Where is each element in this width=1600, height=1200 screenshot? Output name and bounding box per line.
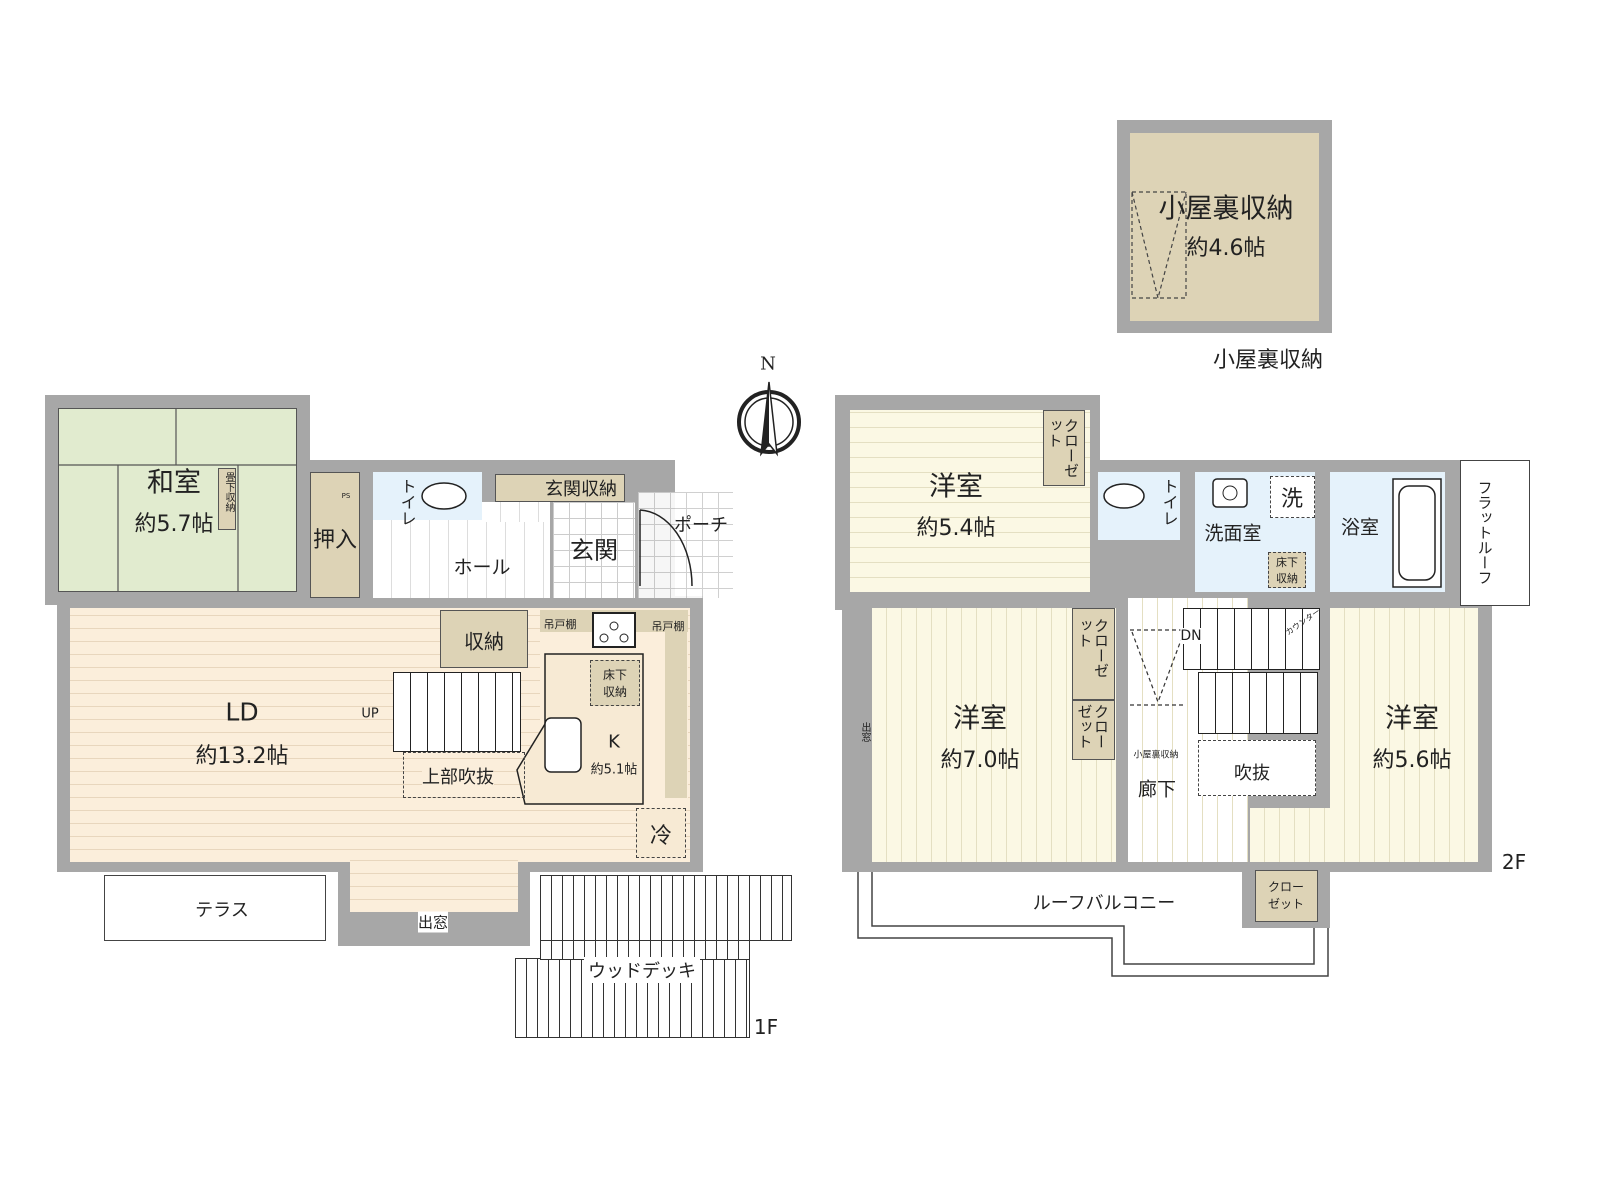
f2-stairs-lower <box>1198 672 1318 734</box>
f1-toilet-label: トイレ <box>397 478 417 526</box>
hall-label: ホール <box>453 556 511 579</box>
kitchen-name: K <box>608 731 620 753</box>
corridor-label: 廊下 <box>1137 778 1177 801</box>
f1-stairs <box>393 672 521 752</box>
washer-label: 洗 <box>1280 487 1304 512</box>
floor2-label: 2F <box>1501 850 1527 874</box>
flat-roof-label: フラットルーフ <box>1475 480 1494 585</box>
genkan-storage-label: 玄関収納 <box>545 479 617 500</box>
western-room-3-area: 約5.6帖 <box>1372 748 1452 773</box>
wall-cabinet-1-label: 吊戸棚 <box>543 618 577 631</box>
f2-void-label: 吹抜 <box>1234 759 1270 785</box>
porch <box>638 492 733 598</box>
fridge-label: 冷 <box>649 824 673 849</box>
loft-room <box>1130 133 1319 321</box>
washer-space <box>1270 476 1315 518</box>
western-room-1-name: 洋室 <box>929 471 983 503</box>
washitsu-under-storage <box>218 468 236 530</box>
hall <box>373 520 550 598</box>
f1-underfloor-storage-label: 床下収納 <box>602 668 627 699</box>
bathtub-icon <box>1392 478 1442 588</box>
porch-label: ポーチ <box>674 515 728 536</box>
washitsu-name: 和室 <box>147 467 201 499</box>
wood-deck-upper <box>540 875 792 941</box>
f2-bay-window-label: 出窓 <box>859 722 870 742</box>
closet-room1 <box>1043 410 1085 486</box>
ps-label: PS <box>341 492 351 500</box>
f2-toilet-bowl-icon <box>1103 483 1145 509</box>
f1-underfloor-storage <box>590 660 640 706</box>
western-room-3 <box>1330 608 1478 862</box>
up-label: UP <box>361 706 379 722</box>
flat-roof <box>1460 460 1530 606</box>
kitchen-counter-side <box>665 610 687 798</box>
void-above-area <box>403 752 525 798</box>
western-room-1-area: 約5.4帖 <box>916 516 996 541</box>
stove-icon <box>592 612 636 648</box>
bay-floor <box>350 860 518 912</box>
genkan <box>553 502 635 598</box>
oshiire-label: 押入 <box>312 528 358 553</box>
western-room-2-area: 約7.0帖 <box>940 748 1020 773</box>
wood-deck-label: ウッドデッキ <box>584 957 700 983</box>
f2-underfloor-storage-label: 床下収納 <box>1276 556 1298 585</box>
f2-underfloor-storage <box>1268 552 1306 588</box>
f1-bay-window-label: 出窓 <box>417 911 449 933</box>
washitsu-area: 約5.7帖 <box>134 512 214 537</box>
western-room-3-entry <box>1250 808 1332 862</box>
roof-balcony-outline <box>857 872 1329 977</box>
wall-cabinet-2-label: 吊戸棚 <box>651 620 685 633</box>
compass-north-label: N <box>760 353 776 375</box>
void-above-label: 上部吹抜 <box>422 763 494 789</box>
genkan-label: 玄関 <box>570 536 618 565</box>
loft-room-area: 約4.6帖 <box>1186 236 1266 261</box>
closet-room2-a <box>1072 608 1115 700</box>
closet-room2-b <box>1072 700 1115 760</box>
fridge-space <box>636 808 686 858</box>
f1-storage <box>440 610 528 668</box>
loft-ladder-outline <box>1131 191 1187 299</box>
closet-room2-a-label: クローゼット <box>1075 618 1111 678</box>
closet-room1-label: クローゼット <box>1045 418 1081 478</box>
toilet-bowl-icon <box>421 482 467 510</box>
f2-toilet-label: トイレ <box>1159 478 1179 526</box>
ld-area: 約13.2帖 <box>195 744 289 769</box>
western-room-1 <box>850 410 1090 592</box>
hall-upper <box>482 502 550 522</box>
washitsu <box>58 408 297 592</box>
wood-deck-middle <box>540 940 750 960</box>
front-door-swing <box>639 509 693 587</box>
loft-storage-note: 小屋裏収納 <box>1133 750 1179 761</box>
closet-room2-b-label: クローゼット <box>1075 704 1111 749</box>
roof-balcony-label: ルーフバルコニー <box>1032 893 1176 914</box>
closet-small-label: クローゼット <box>1267 880 1304 911</box>
floor1-label: 1F <box>753 1015 779 1039</box>
f2-stairs-upper <box>1183 608 1320 670</box>
loft-hatch-outline <box>1130 629 1186 706</box>
ld-name: LD <box>225 697 259 727</box>
washroom-label: 洗面室 <box>1204 522 1262 545</box>
closet-small <box>1255 870 1318 922</box>
loft-caption: 小屋裏収納 <box>1212 348 1324 373</box>
bathroom-label: 浴室 <box>1340 516 1380 539</box>
loft-room-name: 小屋裏収納 <box>1158 193 1294 225</box>
genkan-storage <box>495 474 625 502</box>
terrace <box>104 875 326 941</box>
tatami-lines <box>58 408 297 592</box>
f1-storage-label: 収納 <box>464 629 504 654</box>
kitchen-area: 約5.1帖 <box>590 762 638 778</box>
compass-icon <box>737 381 801 457</box>
down-label: DN <box>1180 628 1202 644</box>
sink-icon <box>1212 478 1248 508</box>
western-room-3-name: 洋室 <box>1385 703 1439 735</box>
washitsu-under-storage-label: 畳下収納 <box>223 472 234 512</box>
terrace-label: テラス <box>195 900 249 921</box>
western-room-2-name: 洋室 <box>953 703 1007 735</box>
oshiire <box>310 472 360 598</box>
